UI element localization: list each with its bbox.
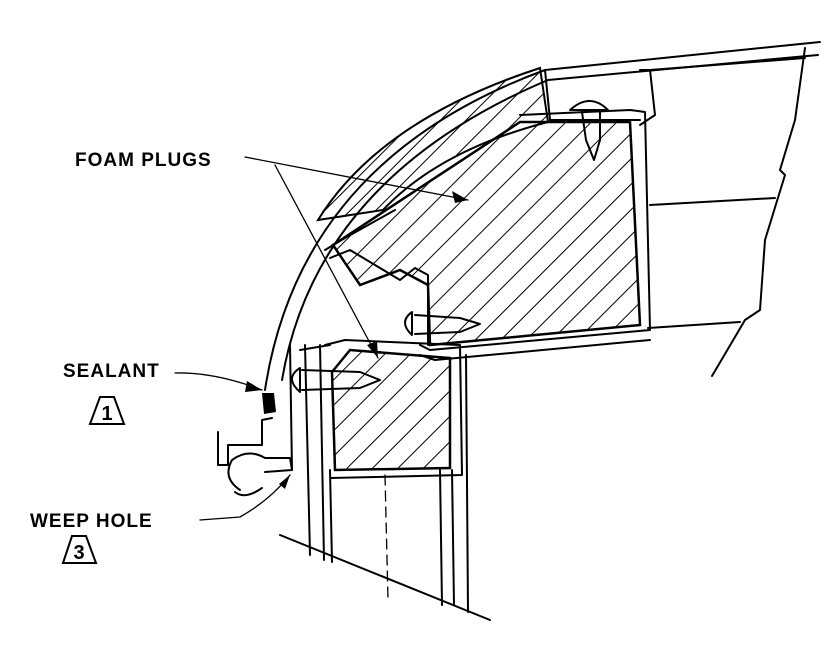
foam-plugs-label: FOAM PLUGS [75,150,212,171]
leader-lines [174,156,469,521]
vertical-frame-posts [264,344,491,621]
foam-plugs-text: FOAM PLUGS [75,150,212,171]
lower-rivet [291,367,381,393]
weep-hole-label: WEEP HOLE 3 [30,511,153,564]
upper-frame-members [544,57,806,329]
weep-channel [217,417,293,497]
lower-foam-plug [330,348,452,472]
middle-rivet [404,311,481,336]
sealant-text: SEALANT [63,361,160,382]
top-rivet [569,100,609,161]
weep-hole-note-triangle [61,535,98,564]
upper-foam-plug [331,120,642,347]
sealant-note-number: 1 [101,403,112,425]
sealant-label: SEALANT 1 [63,361,160,425]
weep-hole-text: WEEP HOLE [30,511,153,532]
sealant-bead [262,393,276,414]
break-line [711,47,806,377]
weep-hole-note-number: 3 [73,542,84,564]
sealant-note-triangle [88,396,126,425]
upper-bracket [324,109,651,361]
